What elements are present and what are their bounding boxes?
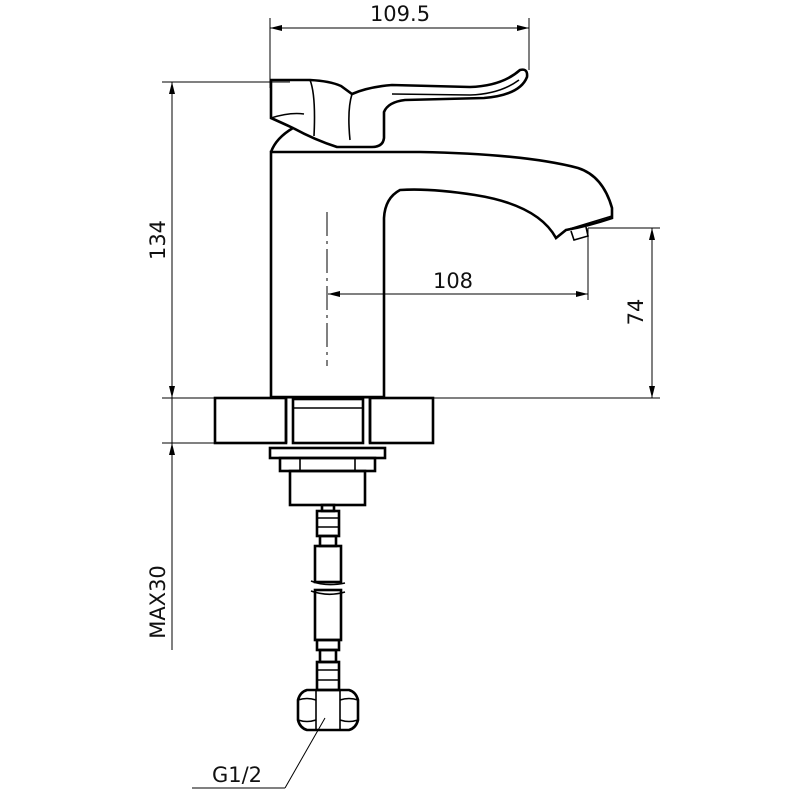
mounting-shank — [268, 397, 387, 507]
hex-nut — [296, 688, 360, 732]
faucet-handle — [269, 68, 529, 149]
dim-height-to-handle: 134 — [146, 81, 660, 399]
dim-max-thickness-label: MAX30 — [146, 565, 170, 639]
faucet-body — [269, 126, 614, 399]
dim-overall-width-label: 109.5 — [370, 2, 430, 26]
dim-max-thickness: MAX30 — [146, 398, 215, 650]
dim-spout-height: 74 — [588, 227, 660, 398]
thread-callout: G1/2 — [192, 717, 326, 789]
dim-spout-reach-label: 108 — [433, 269, 473, 293]
thread-size-label: G1/2 — [212, 763, 262, 787]
countertop-section — [213, 396, 435, 445]
dim-spout-height-label: 74 — [624, 299, 648, 326]
dim-height-to-handle-label: 134 — [146, 220, 170, 260]
supply-hose — [310, 503, 346, 692]
dim-overall-width: 109.5 — [269, 2, 530, 88]
dim-spout-reach: 108 — [328, 228, 589, 300]
